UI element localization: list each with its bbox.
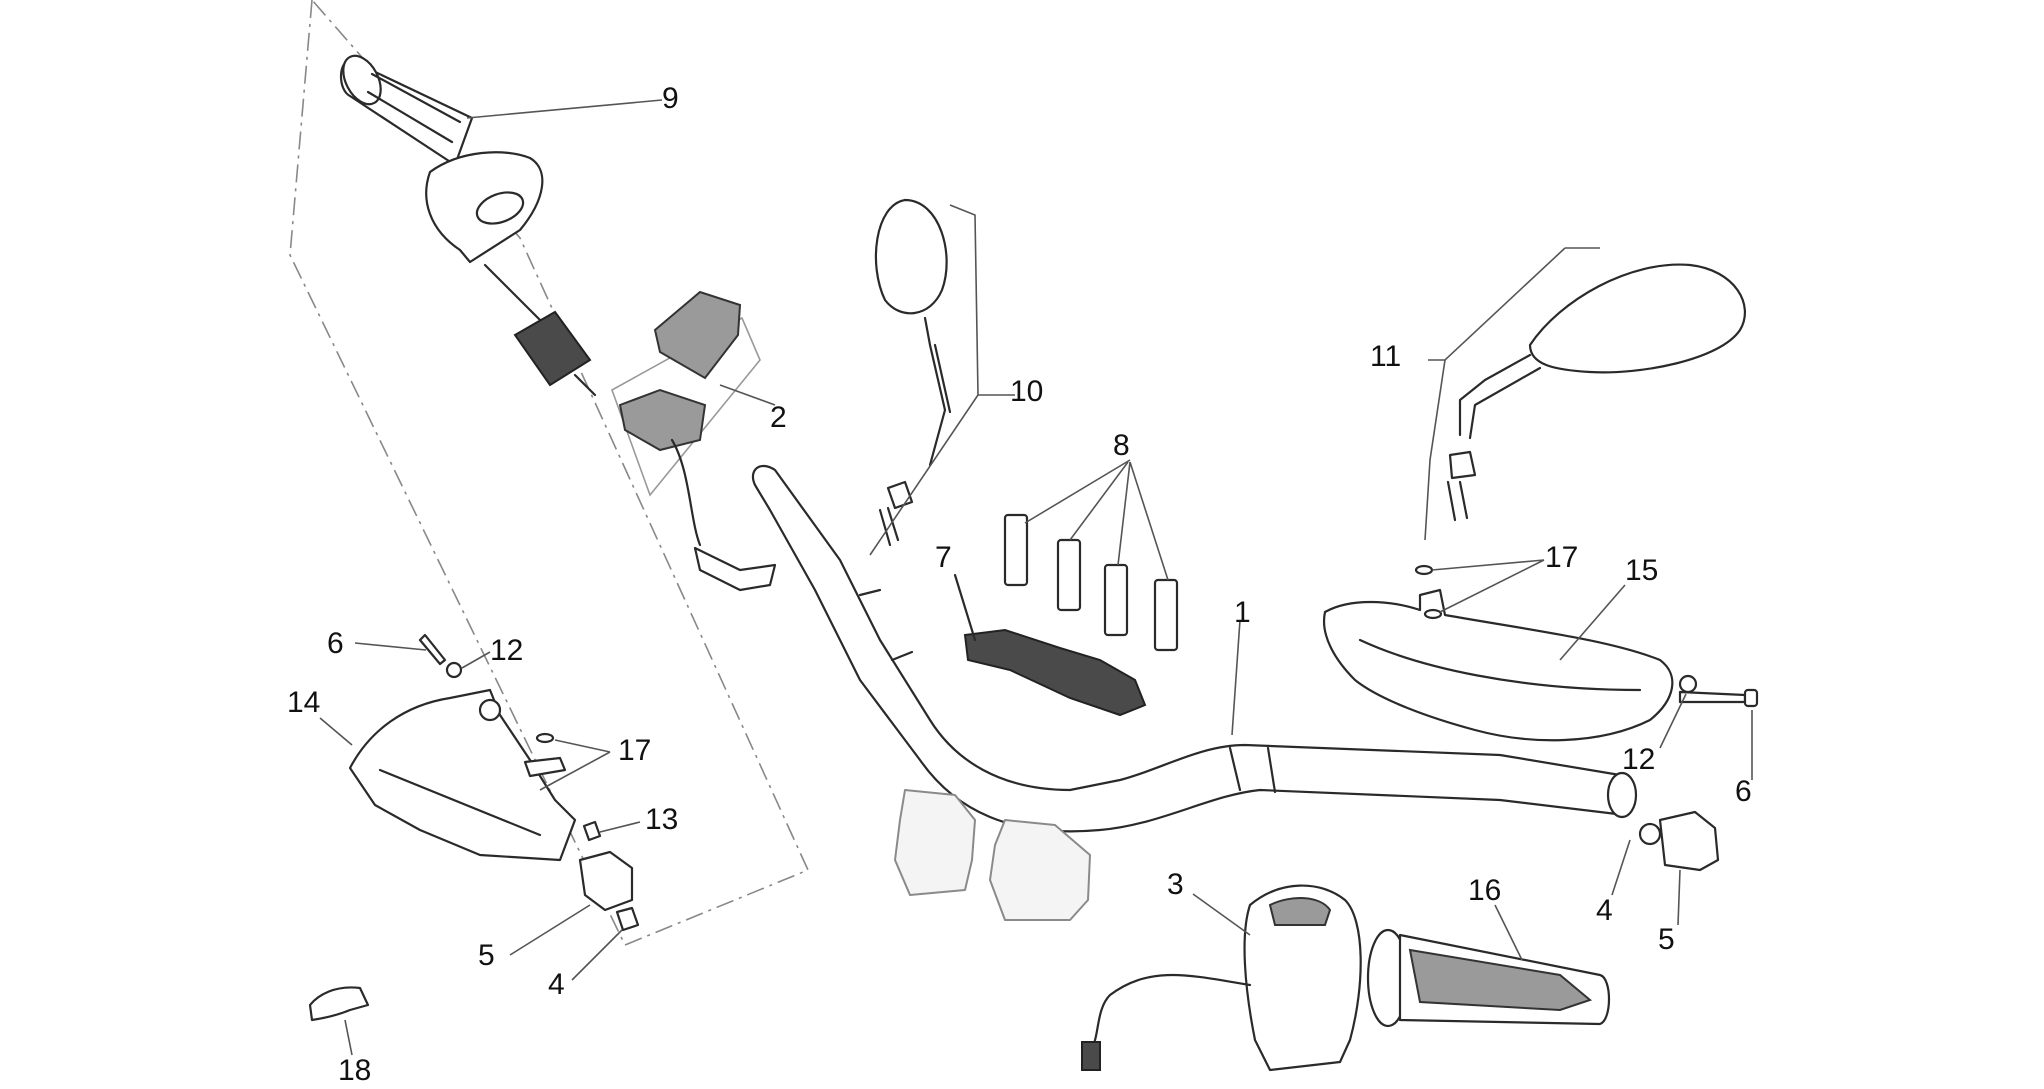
callout-c16: 16 [1468, 874, 1501, 907]
part-11-right-mirror [1424, 247, 1746, 541]
callout-c1: 1 [1234, 596, 1251, 629]
part-2-switch-housing [611, 290, 777, 592]
callout-c4b: 4 [1596, 894, 1613, 927]
callout-c14: 14 [287, 686, 320, 719]
callout-c15: 15 [1625, 554, 1658, 587]
lower-clamps [894, 789, 1091, 921]
callout-c10: 10 [1010, 375, 1043, 408]
callout-c9: 9 [662, 82, 679, 115]
part-18-cable-clip [308, 986, 370, 1056]
callout-c6b: 6 [1735, 775, 1752, 808]
part-14-left-handguard [319, 688, 577, 862]
callout-c17a: 17 [1545, 541, 1578, 574]
group-outline-left [289, 0, 810, 947]
part-8-bolts [1003, 459, 1179, 652]
part-16-grip [1366, 904, 1610, 1028]
part-15-right-handguard [1322, 584, 1674, 742]
callout-c18: 18 [338, 1054, 371, 1084]
callout-c11: 11 [1370, 340, 1401, 373]
part-17-right-washers [1414, 559, 1545, 620]
part-5-4-left-bar-end [509, 850, 640, 981]
part-6-12-17-13-left-hardware [354, 633, 641, 842]
callout-c8: 8 [1113, 429, 1130, 462]
part-9-throttle-grip [339, 54, 663, 397]
part-7-handlebar-clamp [953, 573, 1147, 717]
callout-c13: 13 [645, 803, 678, 836]
callout-c7: 7 [935, 541, 952, 574]
callout-c3: 3 [1167, 868, 1184, 901]
part-4-5-right-bar-end [1611, 810, 1720, 926]
callout-c5b: 5 [1658, 923, 1675, 956]
part-6-12-right-screw-washer [1659, 674, 1759, 780]
part-10-left-mirror [869, 198, 1015, 556]
callout-c12a: 12 [490, 634, 523, 667]
callout-c2: 2 [770, 401, 787, 434]
callout-c5a: 5 [478, 939, 495, 972]
callout-c4a: 4 [548, 968, 565, 1001]
callout-c12b: 12 [1622, 743, 1655, 776]
part-3-right-switch [1081, 884, 1362, 1072]
callout-c17b: 17 [618, 734, 651, 767]
callout-c6a: 6 [327, 627, 344, 660]
